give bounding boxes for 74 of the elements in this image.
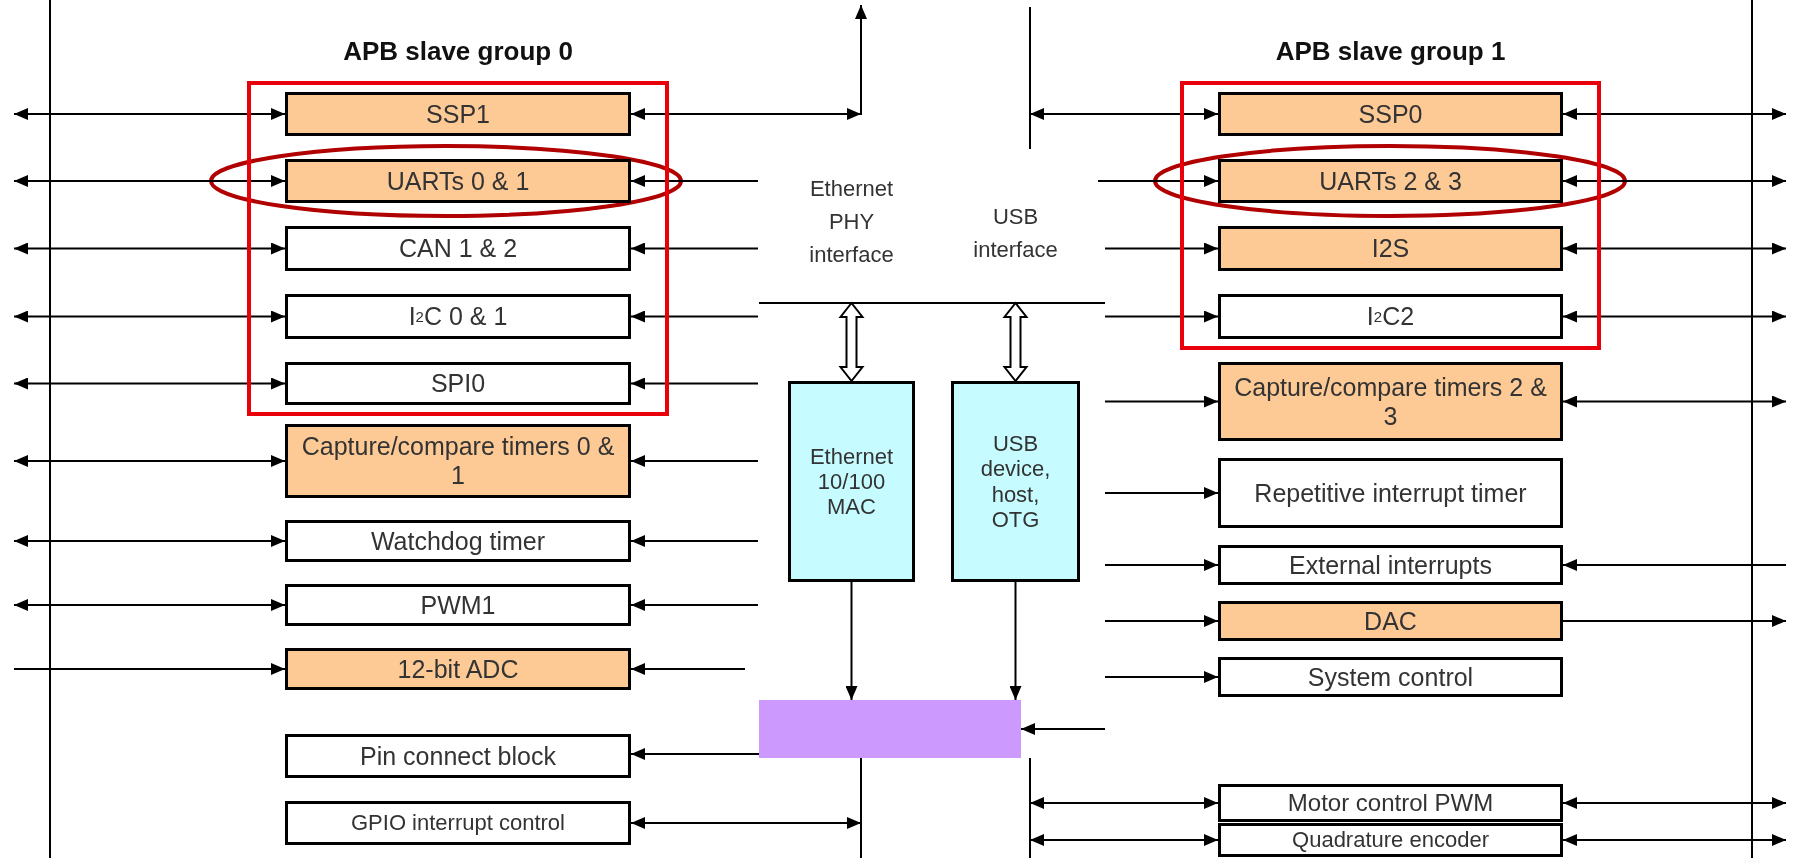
arrow (1562, 108, 1787, 120)
controller-box: Ethernet 10/100 MAC (788, 381, 915, 582)
arrow (13, 108, 286, 120)
peripheral-box: SPI0 (285, 362, 631, 405)
arrow (1562, 797, 1787, 809)
arrow (845, 581, 858, 701)
arrow (630, 817, 862, 829)
arrow (630, 108, 862, 120)
arrow (13, 242, 286, 255)
arrow (630, 663, 746, 675)
double-arrow (1002, 301, 1029, 383)
arrow (630, 175, 759, 187)
arrow (630, 310, 759, 323)
arrow (1029, 108, 1219, 120)
bus-block (759, 700, 1021, 758)
peripheral-box: Motor control PWM (1218, 784, 1563, 822)
interface-label: Ethernet PHY interface (795, 172, 908, 303)
peripheral-box: UARTs 0 & 1 (285, 159, 631, 203)
arrow (1009, 581, 1022, 701)
peripheral-box: I2S (1218, 226, 1563, 271)
arrow (1097, 175, 1219, 187)
peripheral-box: Capture/compare timers 2 & 3 (1218, 362, 1563, 441)
arrow (630, 242, 759, 255)
arrow (1562, 559, 1787, 571)
peripheral-box: External interrupts (1218, 545, 1563, 585)
arrow (1104, 671, 1219, 683)
arrow (13, 377, 286, 390)
arrow (13, 663, 286, 675)
arrow (1562, 242, 1787, 255)
peripheral-box: Quadrature encoder (1218, 823, 1563, 857)
controller-box: USB device, host, OTG (951, 381, 1080, 582)
arrow (1562, 175, 1787, 187)
peripheral-box: Capture/compare timers 0 & 1 (285, 424, 631, 498)
arrow (630, 377, 759, 390)
arrow (630, 535, 759, 547)
arrow (13, 599, 286, 611)
arrow (13, 455, 286, 467)
arrow (1029, 834, 1219, 846)
arrow (1104, 395, 1219, 408)
arrow (1104, 487, 1219, 499)
interface-label: USB interface (958, 200, 1073, 303)
peripheral-box: DAC (1218, 601, 1563, 641)
peripheral-box: Pin connect block (285, 734, 631, 778)
arrow (1562, 395, 1787, 408)
double-arrow (838, 301, 865, 383)
group-heading: APB slave group 0 (342, 36, 574, 67)
peripheral-box: I$^{2}$C 0 & 1 (285, 294, 631, 339)
peripheral-box: I$^{2}$C2 (1218, 294, 1563, 339)
arrow (1562, 834, 1787, 846)
group-heading: APB slave group 1 (1274, 36, 1507, 67)
peripheral-box: CAN 1 & 2 (285, 226, 631, 271)
peripheral-box: SSP0 (1218, 92, 1563, 136)
arrow (1104, 310, 1219, 323)
arrow (1104, 615, 1219, 627)
peripheral-box: GPIO interrupt control (285, 801, 631, 845)
arrow (1020, 723, 1106, 735)
peripheral-box: UARTs 2 & 3 (1218, 159, 1563, 203)
arrow (1104, 559, 1219, 571)
arrow (1104, 242, 1219, 255)
arrow (630, 748, 760, 760)
arrow (1029, 797, 1219, 809)
peripheral-box: 12-bit ADC (285, 648, 631, 690)
peripheral-box: Repetitive interrupt timer (1218, 458, 1563, 528)
arrow (1562, 310, 1787, 323)
arrow (13, 535, 286, 547)
arrow (630, 455, 759, 467)
arrow (630, 599, 759, 611)
peripheral-box: SSP1 (285, 92, 631, 136)
peripheral-box: System control (1218, 657, 1563, 697)
peripheral-box: PWM1 (285, 584, 631, 626)
peripheral-box: Watchdog timer (285, 520, 631, 562)
arrow (13, 175, 286, 187)
arrow (13, 310, 286, 323)
arrow (1562, 615, 1787, 627)
